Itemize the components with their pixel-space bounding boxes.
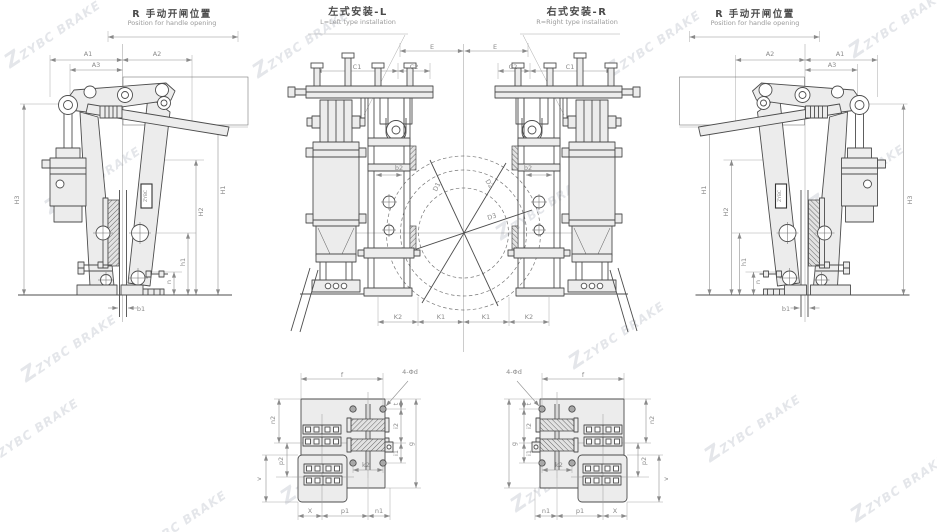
- dim-label-b1: b1: [136, 304, 146, 313]
- dim-label-p2: p2: [639, 456, 648, 466]
- dim-label-h1: h1: [739, 257, 748, 267]
- dim-label-b1: b1: [781, 304, 791, 313]
- dim-label-C1: C1: [352, 62, 362, 71]
- dim-label-p2: p2: [276, 456, 285, 466]
- dim-label-t: t: [524, 402, 533, 406]
- dim-label-b2: b2: [523, 163, 533, 172]
- title-cn: 左式安装-L: [328, 7, 388, 18]
- dim-label-i2: i2: [524, 423, 533, 429]
- dim-label-C1: C1: [565, 62, 575, 71]
- dim-label-f: f: [340, 370, 344, 379]
- dim-label-D1: D1: [431, 181, 443, 193]
- dim-label-C2: C2: [508, 62, 518, 71]
- title-cn: R 手动开闸位置: [715, 9, 795, 20]
- dim-label-K1: K1: [436, 312, 446, 321]
- dim-label-H1: H1: [699, 185, 708, 195]
- title-en: Position for handle opening: [710, 19, 800, 28]
- dim-label-f: f: [581, 370, 585, 379]
- title-handle-open-right: R 手动开闸位置 Position for handle opening: [675, 9, 835, 28]
- title-en: L=Left type installation: [320, 18, 396, 26]
- dim-label-E: E: [429, 42, 435, 51]
- dim-label-X: X: [612, 506, 618, 515]
- dim-label-n2: n2: [268, 415, 277, 425]
- dim-label-n1: n1: [541, 506, 551, 515]
- dim-label-k2: k2: [555, 460, 563, 469]
- dim-label-D2: D2: [483, 177, 496, 190]
- title-handle-open-left: R 手动开闸位置 Position for handle opening: [92, 9, 252, 28]
- dim-label-A2: A2: [152, 49, 162, 58]
- dim-label-v: v: [661, 477, 670, 481]
- dim-label-k2: k2: [362, 460, 370, 469]
- dim-label-K1: K1: [481, 312, 491, 321]
- dim-label-K2: K2: [393, 312, 403, 321]
- title-cn: R 手动开闸位置: [132, 9, 212, 20]
- dim-label-b2: b2: [394, 163, 404, 172]
- dim-label-p1: p1: [340, 506, 350, 515]
- dim-label-t: t: [391, 402, 400, 406]
- dim-label-h1: h1: [178, 257, 187, 267]
- dim-label-phi: 4-Φd: [402, 367, 418, 376]
- dim-label-H2: H2: [721, 207, 730, 217]
- dim-label-A1: A1: [83, 49, 93, 58]
- dim-label-A3: A3: [91, 60, 101, 69]
- dim-label-X: X: [307, 506, 313, 515]
- dim-label-i1: i1: [524, 450, 533, 456]
- dim-label-p1: p1: [575, 506, 585, 515]
- dim-label-badge: ZYBC: [143, 190, 149, 202]
- dim-label-v: v: [254, 477, 263, 481]
- title-install-left: 左式安装-L L=Left type installation: [278, 7, 438, 27]
- dim-label-n: n: [753, 279, 762, 285]
- dim-label-g: g: [406, 441, 415, 447]
- dim-label-D3: D3: [486, 211, 498, 223]
- title-install-right: 右式安装-R R=Right type installation: [497, 7, 657, 27]
- dim-label-phi: 4-Φd: [506, 367, 522, 376]
- dim-label-n2: n2: [647, 415, 656, 425]
- dim-label-E: E: [492, 42, 498, 51]
- dim-label-g: g: [509, 441, 518, 447]
- dim-label-H1: H1: [218, 185, 227, 195]
- dim-label-n1: n1: [374, 506, 384, 515]
- k-dimensions: [377, 297, 550, 326]
- title-en: Position for handle opening: [127, 19, 217, 28]
- dim-label-H3: H3: [905, 195, 914, 205]
- dim-label-i2: i2: [391, 423, 400, 429]
- dim-label-K2: K2: [524, 312, 534, 321]
- dim-label-n: n: [164, 279, 173, 285]
- dim-label-i1: i1: [391, 450, 400, 456]
- dim-label-badge: ZYBC: [777, 190, 783, 202]
- dim-label-A2: A2: [765, 49, 775, 58]
- title-en: R=Right type installation: [536, 18, 618, 26]
- dim-label-A1: A1: [835, 49, 845, 58]
- dim-label-H2: H2: [196, 207, 205, 217]
- dim-label-A3: A3: [827, 60, 837, 69]
- dim-label-C2: C2: [409, 62, 419, 71]
- dim-label-H3: H3: [12, 195, 21, 205]
- title-cn: 右式安装-R: [546, 7, 608, 18]
